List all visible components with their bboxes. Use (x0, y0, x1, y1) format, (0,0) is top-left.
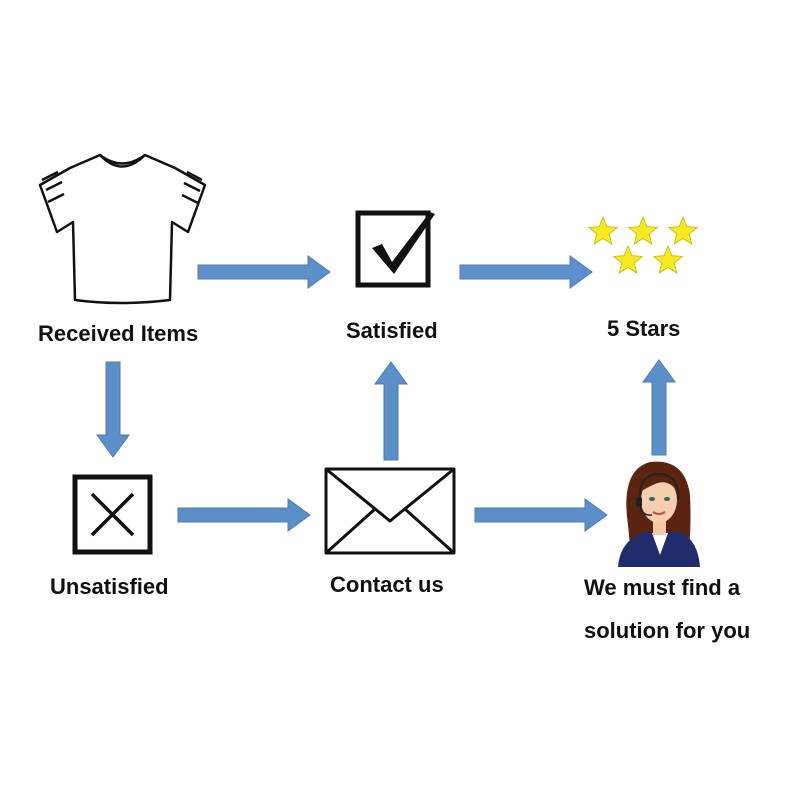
five-stars-icon (587, 215, 699, 274)
contact-us-label: Contact us (330, 572, 444, 597)
arrow-contact-to-satisfied (374, 361, 408, 461)
arrow-unsatisfied-to-contact (177, 498, 311, 532)
arrows (96, 255, 676, 532)
checkbox-checked-icon (355, 210, 435, 288)
unsatisfied-label: Unsatisfied (50, 574, 169, 599)
star-icon (612, 244, 644, 274)
arrow-satisfied-to-five_stars (459, 255, 593, 289)
arrow-received-to-unsatisfied (96, 361, 130, 458)
tshirt-icon (38, 153, 207, 305)
arrow-solution-to-five_stars (642, 359, 676, 456)
star-icon (627, 215, 659, 245)
arrow-contact-to-solution (474, 498, 608, 532)
star-icon (587, 215, 619, 245)
support-agent-icon (618, 461, 700, 567)
solution-label: We must find a solution for you (584, 566, 784, 652)
checkbox-x-icon (72, 474, 153, 555)
envelope-icon (324, 467, 456, 555)
solution-label-line2: solution for you (584, 618, 751, 643)
star-icon (652, 244, 684, 274)
star-icon (667, 215, 699, 245)
arrow-received-to-satisfied (197, 255, 331, 289)
satisfied-label: Satisfied (346, 318, 438, 343)
received-items-label: Received Items (38, 321, 199, 346)
solution-label-line1: We must find a (584, 575, 741, 600)
five-stars-label: 5 Stars (607, 316, 681, 341)
